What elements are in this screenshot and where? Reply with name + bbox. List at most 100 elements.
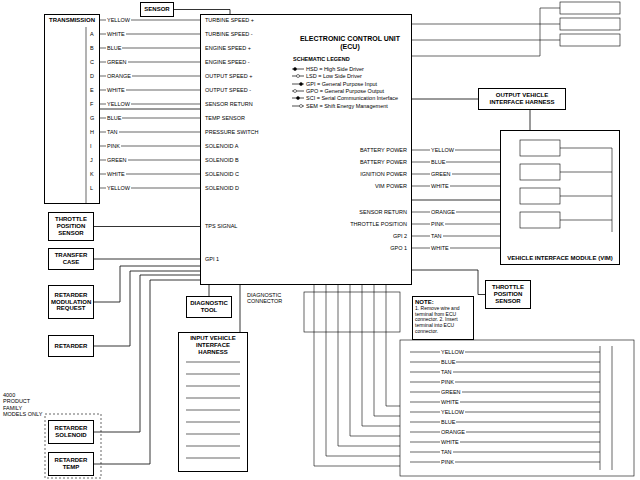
wire-color: WHITE xyxy=(430,245,450,251)
pin-name: SOLENOID D xyxy=(204,185,240,191)
node-label: TRANSMISSION xyxy=(47,17,97,24)
node-label: DIAGNOSTIC TOOL xyxy=(189,300,229,314)
wire-connector xyxy=(94,275,200,432)
pin-letter: A xyxy=(89,31,95,37)
wire-color: YELLOW xyxy=(440,349,465,355)
pin-name: TPS SIGNAL xyxy=(204,223,238,229)
wire-connector xyxy=(412,99,478,100)
node-label: SENSOR xyxy=(143,6,171,13)
pin-name: ENGINE SPEED - xyxy=(204,59,251,65)
pin-divider xyxy=(86,27,87,204)
wire-color: WHITE xyxy=(430,183,450,189)
node-label: RETARDER MODULATION REQUEST xyxy=(51,292,91,313)
legend-sample xyxy=(292,81,304,87)
legend-sample xyxy=(292,66,304,72)
harness-pins xyxy=(186,362,240,458)
wire-color: GREEN xyxy=(106,59,128,65)
wire-connector xyxy=(94,271,200,346)
wire-color: ORANGE xyxy=(430,209,456,215)
relay-symbol xyxy=(520,212,560,228)
component-box: RETARDER TEMP xyxy=(48,452,94,476)
wire-color: YELLOW xyxy=(106,185,131,191)
connector-pins xyxy=(314,285,400,466)
node-label: RETARDER TEMP xyxy=(51,457,91,471)
pin-letter: H xyxy=(89,129,95,135)
wire-connector xyxy=(412,200,500,201)
pin-name: OUTPUT SPEED - xyxy=(204,87,252,93)
wire-color: GREEN xyxy=(430,171,452,177)
pin-letter: K xyxy=(89,171,95,177)
pin-name: SOLENOID A xyxy=(204,143,239,149)
legend-row: SCI = Serial Communication Interface xyxy=(292,95,406,101)
note-box: NOTE:1. Remove wire and terminal from EC… xyxy=(412,296,474,340)
pin-name: IGNITION POWER xyxy=(359,171,408,177)
wire-color: YELLOW xyxy=(430,147,455,153)
pin-name: OUTPUT SPEED + xyxy=(204,73,253,79)
wire-color: BLUE xyxy=(106,115,122,121)
pin-name: TURBINE SPEED - xyxy=(204,31,254,37)
vehicle-wires xyxy=(410,346,612,470)
legend-text: SEM = Shift Energy Management xyxy=(306,103,388,109)
legend-row: LSD = Low Side Driver xyxy=(292,73,406,79)
wire-color: TAN xyxy=(440,369,453,375)
wire-connector xyxy=(240,285,241,332)
pin-letter: I xyxy=(89,143,93,149)
legend-text: HSD = High Side Driver xyxy=(306,66,364,72)
pin-name: TURBINE SPEED + xyxy=(204,17,255,23)
module-box: VEHICLE INTERFACE MODULE (VIM) xyxy=(500,130,620,265)
wire-color: YELLOW xyxy=(106,101,131,107)
wire-color: TAN xyxy=(106,129,119,135)
wire-color: ORANGE xyxy=(106,73,132,79)
legend-sample xyxy=(292,95,304,101)
tool-box: DIAGNOSTIC TOOL xyxy=(186,296,232,318)
models-only-frame xyxy=(45,414,101,478)
legend-sample xyxy=(292,88,304,94)
wire-connector xyxy=(100,109,200,110)
node-label: ELECTRONIC CONTROL UNIT (ECU) xyxy=(291,35,409,51)
node-label: NOTE: xyxy=(415,299,471,306)
pin-name: VIM POWER xyxy=(374,183,408,189)
wire-connector xyxy=(530,110,531,130)
wire-color: WHITE xyxy=(440,399,460,405)
node-label: RETARDER xyxy=(51,343,91,350)
wire-connector xyxy=(412,270,485,295)
node-label: THROTTLE POSITION SENSOR xyxy=(51,216,91,237)
wire-color: BLUE xyxy=(440,419,456,425)
pin-letter: L xyxy=(89,185,94,191)
pin-letter: F xyxy=(89,101,94,107)
node-label: 1. Remove wire and terminal from ECU con… xyxy=(415,306,471,335)
wire-color: YELLOW xyxy=(106,17,131,23)
wire-color: PINK xyxy=(440,379,455,385)
top-right-box xyxy=(560,2,620,14)
sensor-box: THROTTLE POSITION SENSOR xyxy=(485,280,531,309)
wire-color: WHITE xyxy=(106,171,126,177)
component-box: RETARDER SOLENOID xyxy=(48,420,94,444)
ecu-connector xyxy=(304,292,400,332)
legend-text: GPO = General Purpose Output xyxy=(306,88,384,94)
wire-color: GREEN xyxy=(106,157,128,163)
wire-color: PINK xyxy=(440,459,455,465)
legend-sample xyxy=(292,73,304,79)
legend-text: LSD = Low Side Driver xyxy=(306,73,362,79)
component-box: RETARDER MODULATION REQUEST xyxy=(48,285,94,319)
pin-name: ENGINE SPEED + xyxy=(204,45,252,51)
relay-wires xyxy=(560,148,612,232)
wire-color: BLUE xyxy=(440,359,456,365)
legend-row: GPO = General Purpose Output xyxy=(292,88,406,94)
node-label: THROTTLE POSITION SENSOR xyxy=(488,284,528,305)
wire-color: PINK xyxy=(430,221,445,227)
legend-sample xyxy=(292,103,304,109)
node-label: RETARDER SOLENOID xyxy=(51,425,91,439)
wire-color: GREEN xyxy=(440,389,462,395)
pin-name: TEMP SENSOR xyxy=(204,115,246,121)
wire-color: YELLOW xyxy=(440,409,465,415)
node-label: VEHICLE INTERFACE MODULE (VIM) xyxy=(503,255,617,262)
pin-letter: D xyxy=(89,73,95,79)
pin-name: SENSOR RETURN xyxy=(358,209,408,215)
connector-label: DIAGNOSTIC CONNECTOR xyxy=(246,292,298,305)
wire-connector xyxy=(209,285,210,296)
transmission-wires xyxy=(100,20,200,188)
top-right-box xyxy=(560,34,620,46)
pin-name: PRESSURE SWITCH xyxy=(204,129,259,135)
